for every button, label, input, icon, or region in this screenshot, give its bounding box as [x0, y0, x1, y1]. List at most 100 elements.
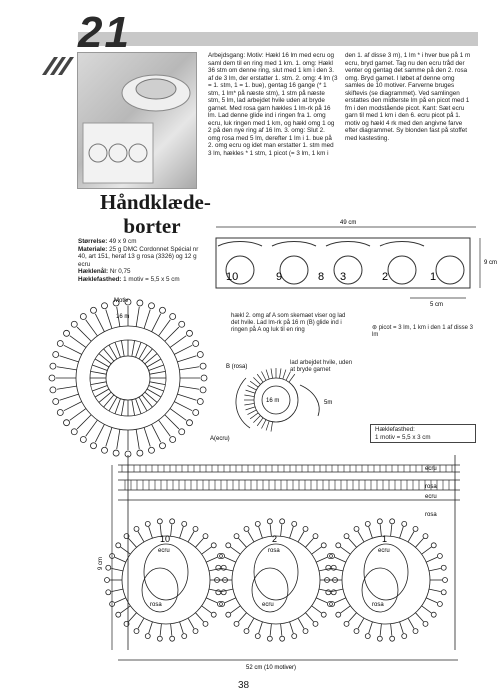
- bottom-motif-picot: [181, 520, 188, 527]
- joining-stitch: [270, 368, 273, 379]
- bottom-motif-picot: [329, 553, 336, 559]
- bottom-inner-color-2: ecru: [262, 602, 274, 608]
- bottom-motif-picot: [320, 542, 327, 549]
- bottom-motif-picot: [364, 633, 371, 640]
- motif-outer-stitch: [116, 306, 121, 327]
- joining-stitch: [249, 380, 259, 388]
- bottom-motif-stitch: [170, 524, 173, 537]
- motif-stitch: [121, 399, 125, 416]
- bottom-motif-stitch: [368, 621, 373, 634]
- bottom-motif-stitch: [238, 538, 247, 548]
- bottom-motif-stitch: [379, 623, 382, 636]
- motif-picot: [79, 436, 87, 443]
- bottom-motif-picot: [430, 542, 437, 549]
- bottom-motif-stitch: [221, 567, 234, 572]
- bottom-motif-picot: [123, 533, 130, 540]
- schematic-number-2: 2: [382, 271, 388, 283]
- bottom-motif-picot: [376, 518, 383, 525]
- motif-picot: [101, 302, 108, 310]
- bottom-motif-picot: [233, 533, 240, 540]
- row-label-rosa-2: rosa: [425, 512, 437, 518]
- bottom-motif-picot: [243, 526, 250, 532]
- bottom-motif-color-10: ecru: [158, 548, 170, 554]
- bottom-motif-picot: [216, 553, 223, 559]
- bottom-motif-picot: [302, 526, 309, 532]
- joining-b-label: B (rosa): [226, 364, 247, 370]
- motif-stitch: [103, 348, 115, 362]
- bottom-motif-stitch: [170, 623, 173, 636]
- bottom-motif-stitch: [289, 526, 294, 539]
- motif-stitch: [92, 364, 108, 371]
- bottom-motif-picot: [123, 620, 130, 627]
- motif-picot: [159, 442, 166, 450]
- joining-stitch: [279, 368, 282, 379]
- motif-outer-stitch: [85, 419, 98, 437]
- bottom-motif-stitch: [280, 524, 283, 537]
- bottom-motif-stitch: [428, 588, 441, 593]
- bottom-motif-ecru-ring: [143, 543, 189, 601]
- bottom-motif-ecru-ring: [363, 543, 409, 601]
- motif-outer-stitch: [76, 414, 92, 430]
- bottom-inner-color-10: rosa: [150, 602, 162, 608]
- motif-picot: [63, 419, 70, 427]
- bottom-motif-picot: [233, 620, 240, 627]
- joining-stitch: [256, 373, 264, 383]
- picot-symbol-icon: ⊛: [372, 325, 379, 331]
- bottom-motif-number-10: 10: [160, 534, 170, 544]
- bottom-motif-stitch: [334, 597, 346, 604]
- motif-stitch: [92, 385, 108, 392]
- motif-picot: [148, 302, 155, 310]
- motif-outer-stitch: [174, 344, 193, 355]
- bottom-motif-rosa-ring: [251, 567, 289, 613]
- motif-picot: [136, 299, 144, 307]
- bottom-motif-picot: [422, 533, 429, 540]
- bottom-motif-stitch: [426, 556, 438, 563]
- bottom-motif-stitch: [111, 567, 124, 572]
- gauge-box-title: Hæklefasthed:: [375, 426, 415, 433]
- bottom-motif-stitch: [297, 617, 305, 629]
- bottom-motif-stitch: [247, 617, 255, 629]
- bottom-motif-picot: [324, 577, 330, 583]
- pattern-number: 21: [78, 8, 131, 57]
- motif-stitch: [90, 371, 107, 375]
- motif-picot: [52, 398, 60, 405]
- material-label: Materiale:: [78, 245, 108, 253]
- motif-picot: [70, 320, 78, 328]
- row-label-rosa-1: rosa: [425, 484, 437, 490]
- bottom-motif-picot: [436, 601, 443, 607]
- bottom-motif-stitch: [399, 526, 404, 539]
- motif-outer-stitch: [94, 424, 105, 443]
- bottom-motif-stitch: [201, 546, 212, 555]
- bottom-motif-stitch: [159, 524, 162, 537]
- joining-stitch: [244, 403, 255, 406]
- bottom-motif-stitch: [357, 531, 365, 543]
- schematic-number-9: 9: [276, 271, 282, 283]
- motif-picot: [124, 298, 132, 306]
- joining-stitch: [282, 369, 287, 380]
- bottom-motif-stitch: [258, 526, 263, 539]
- motif-picot: [79, 313, 87, 320]
- motif-picot: [101, 446, 108, 454]
- bottom-motif-picot: [330, 589, 337, 596]
- motif-stitch: [141, 348, 153, 362]
- motif-outer-stitch: [164, 326, 180, 342]
- motif-stitch: [103, 394, 115, 408]
- bottom-motif-picot: [430, 611, 437, 618]
- motif-picot: [186, 329, 193, 337]
- bottom-motif-picot: [133, 526, 140, 532]
- bottom-motif-stitch: [128, 612, 137, 622]
- bottom-motif-stitch: [334, 556, 346, 563]
- bottom-motif-picot: [192, 628, 199, 634]
- joining-stitch: [245, 389, 256, 394]
- bottom-motif-picot: [436, 553, 443, 559]
- rest-note: lad arbejdet hvile, uden at bryde garnet: [290, 360, 353, 373]
- joining-stitch: [261, 419, 267, 429]
- bottom-motif-stitch: [426, 597, 438, 604]
- bottom-motif-picot: [210, 542, 217, 549]
- bottom-motif-picot: [192, 526, 199, 532]
- bottom-motif-stitch: [187, 617, 195, 629]
- schematic-number-3: 3: [340, 271, 346, 283]
- motif-picot: [169, 313, 177, 320]
- bottom-motif-stitch: [331, 567, 344, 572]
